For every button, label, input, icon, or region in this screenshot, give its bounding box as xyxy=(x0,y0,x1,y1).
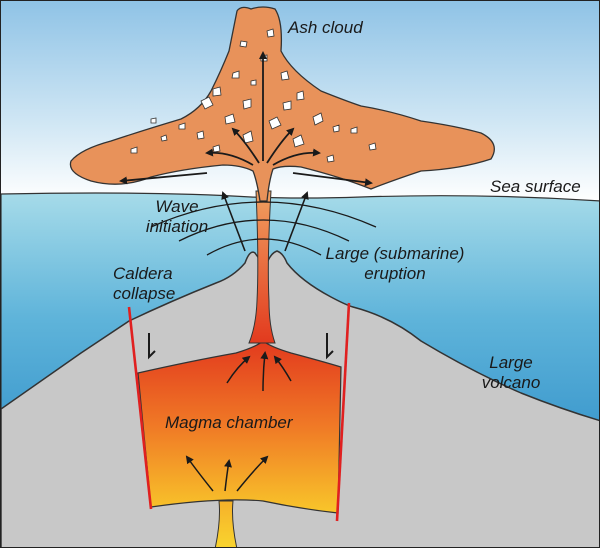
ash-fragment xyxy=(280,70,290,81)
ash-fragment xyxy=(332,124,340,133)
wave-initiation-line-2: initiation xyxy=(145,217,209,236)
ash-fragment xyxy=(296,90,305,101)
ash-cloud-arrows xyxy=(119,51,373,187)
large-eruption-line-2: eruption xyxy=(364,264,426,283)
ash-cloud-shape xyxy=(69,6,495,202)
ash-fragment xyxy=(242,130,254,144)
wave-initiation-label: Wave initiation xyxy=(137,197,217,237)
ash-fragment xyxy=(196,130,205,140)
large-volcano-line-2: volcano xyxy=(481,373,541,392)
arrow-feeder-center xyxy=(224,459,232,492)
large-volcano-line-1: Large xyxy=(489,353,533,372)
arrow-magma-center xyxy=(260,351,269,392)
ash-fragment xyxy=(231,70,240,79)
arrow-eruption-right xyxy=(284,191,309,252)
ash-fragment xyxy=(266,28,275,38)
caldera-collapse-line-2: collapse xyxy=(113,284,176,303)
large-volcano-label: Large volcano xyxy=(456,353,566,393)
arrow-flow-left xyxy=(119,172,208,185)
large-eruption-label: Large (submarine) eruption xyxy=(315,244,475,284)
arrow-feeder-left xyxy=(185,455,214,492)
ash-fragment xyxy=(212,144,221,153)
arrow-up-left xyxy=(231,127,260,164)
arrow-right xyxy=(272,148,321,166)
fault-right xyxy=(335,302,351,522)
caldera-faults xyxy=(127,302,351,522)
ash-fragment xyxy=(178,122,186,130)
ash-fragment xyxy=(268,116,282,130)
ash-fragment xyxy=(239,40,248,48)
ash-fragment xyxy=(282,100,292,111)
ash-fragment xyxy=(212,86,222,97)
large-eruption-line-1: Large (submarine) xyxy=(325,244,465,263)
magma-chamber-shape xyxy=(137,340,342,514)
collapse-arrows xyxy=(148,333,334,360)
arrow-flow-right xyxy=(292,172,373,187)
conduit xyxy=(248,190,276,344)
wave-initiation-line-1: Wave xyxy=(155,197,199,216)
arrow-left xyxy=(205,148,254,166)
magma-arrows xyxy=(185,351,292,492)
ash-cloud-label: Ash cloud xyxy=(288,18,363,37)
ash-fragment xyxy=(250,79,257,86)
collapse-arrow-right xyxy=(326,333,334,360)
ash-fragment xyxy=(150,117,157,124)
caldera-collapse-label: Caldera collapse xyxy=(113,264,175,304)
magma-chamber-label: Magma chamber xyxy=(165,413,293,432)
ash-fragment xyxy=(312,112,324,126)
ash-fragment xyxy=(368,142,377,151)
eruption-arrows xyxy=(221,191,309,252)
ash-fragment xyxy=(160,134,168,142)
ash-fragment xyxy=(224,113,236,125)
arrow-up-right xyxy=(266,127,295,164)
ash-fragment xyxy=(350,126,358,134)
arrow-feeder-right xyxy=(236,455,269,492)
ash-fragment xyxy=(326,154,335,163)
arrow-magma-right xyxy=(273,355,292,382)
ash-fragment xyxy=(292,134,305,148)
fault-left xyxy=(127,306,153,510)
wave-arcs xyxy=(150,201,377,256)
sea-surface-label: Sea surface xyxy=(490,177,581,196)
feeder-dike xyxy=(214,500,238,547)
caldera-collapse-line-1: Caldera xyxy=(113,264,173,283)
arrow-eruption-left xyxy=(221,191,246,252)
ash-fragment xyxy=(242,98,252,110)
arrow-magma-left xyxy=(226,355,251,384)
ash-fragment xyxy=(130,146,138,154)
ash-fragment xyxy=(200,96,214,110)
collapse-arrow-left xyxy=(148,333,156,360)
ash-fragment xyxy=(260,54,268,62)
